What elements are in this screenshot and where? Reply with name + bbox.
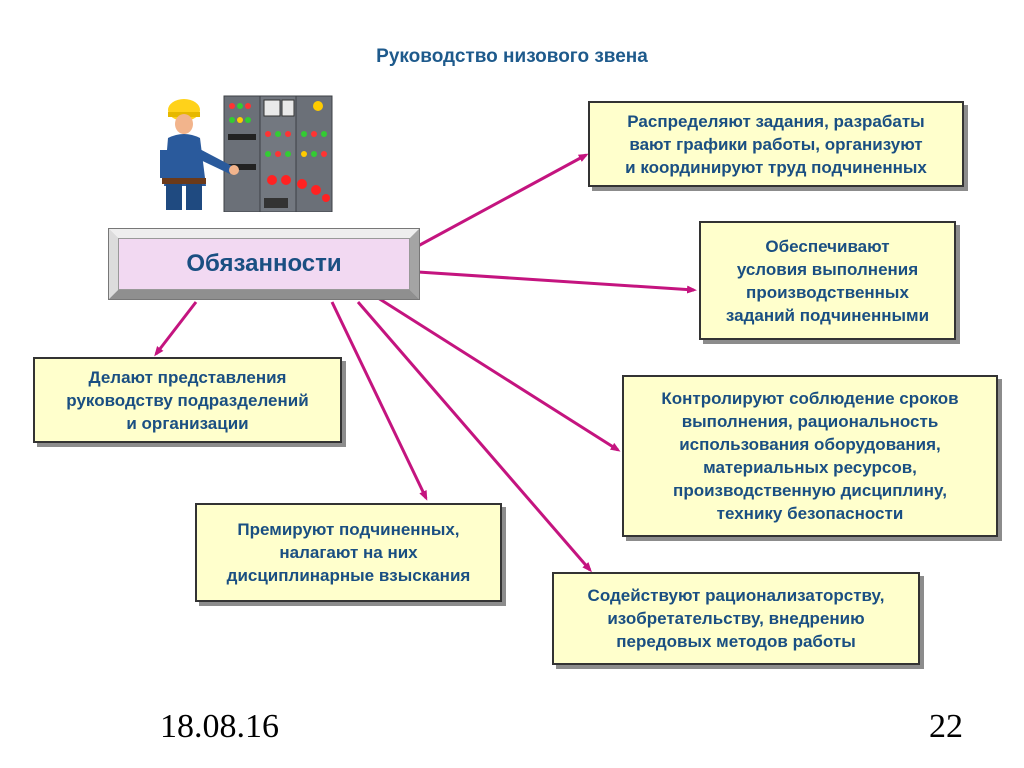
duty-box-assign-tasks: Распределяют задания, разрабаты вают гра… — [588, 101, 964, 187]
duty-text: Обеспечивают условия выполнения производ… — [725, 236, 930, 325]
arrow-to-duty-5 — [330, 301, 428, 501]
arrow-to-duty-2 — [417, 270, 697, 294]
arrow-to-duty-4 — [377, 296, 621, 452]
arrow-to-duty-1 — [417, 153, 589, 248]
duty-box-promote-innovation: Содействуют рационализаторству, изобрета… — [552, 572, 920, 665]
slide-title: Руководство низового звена — [376, 46, 648, 67]
duty-box-provide-conditions: Обеспечивают условия выполнения производ… — [699, 221, 956, 340]
worker-at-control-panel-illustration — [154, 94, 334, 212]
duty-box-control-compliance: Контролируют соблюдение сроков выполнени… — [622, 375, 998, 537]
arrow-to-duty-3 — [154, 301, 198, 357]
duty-box-make-representations: Делают представления руководству подразд… — [33, 357, 342, 443]
duty-text: Делают представления руководству подразд… — [66, 367, 309, 433]
duty-text: Содействуют рационализаторству, изобрета… — [587, 586, 885, 651]
arrow-to-duty-6 — [356, 301, 592, 573]
center-duties-box: Обязанности — [108, 228, 420, 300]
center-label: Обязанности — [118, 238, 410, 290]
duty-text: Контролируют соблюдение сроков выполнени… — [661, 389, 959, 523]
duty-text: Распределяют задания, разрабаты вают гра… — [625, 111, 927, 177]
slide-date: 18.08.16 — [160, 708, 279, 745]
duty-box-reward-subordinates: Премируют подчиненных, налагают на них д… — [195, 503, 502, 602]
slide-number: 22 — [929, 708, 963, 745]
duty-text: Премируют подчиненных, налагают на них д… — [226, 520, 471, 585]
